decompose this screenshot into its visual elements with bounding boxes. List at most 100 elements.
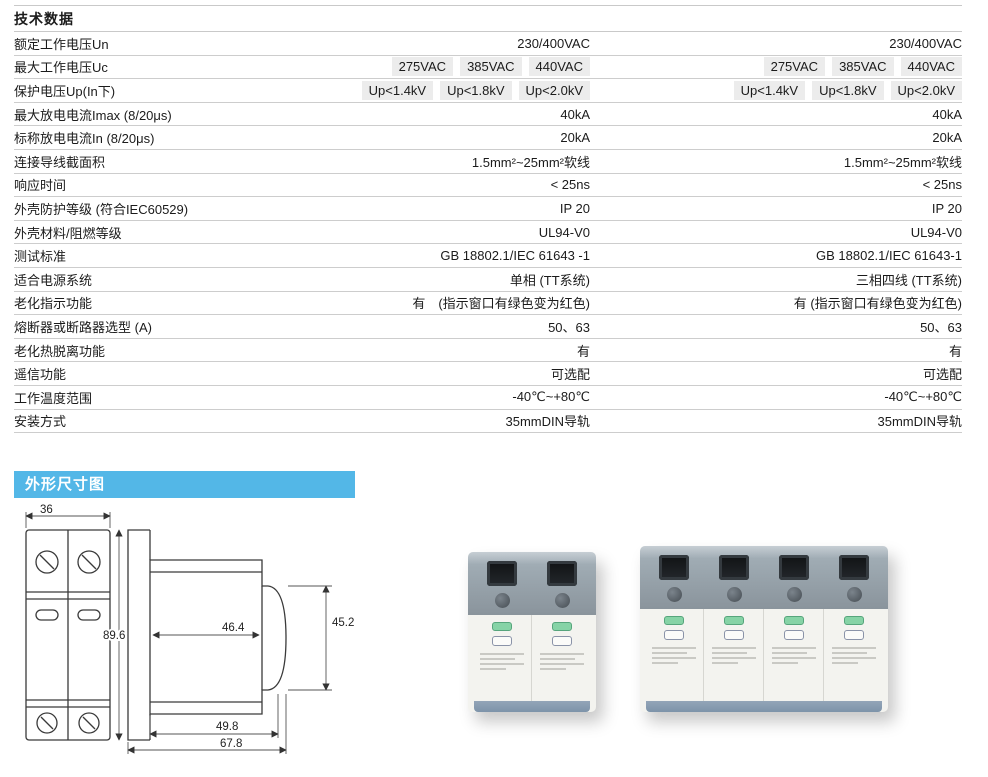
spec-label: 测试标准 [14,249,67,265]
label-text-lines [832,647,876,664]
spec-values-col2: 40kA [590,107,962,122]
spec-values-col2: 35mmDIN导轨 [590,411,962,430]
terminal [824,555,884,602]
spec-value: 385VAC [460,57,522,77]
status-indicator-window [783,616,804,625]
spec-value: GB 18802.1/IEC 61643-1 [816,248,962,264]
spec-values-col2: IP 20 [590,201,962,216]
dim-total-depth: 67.8 [220,738,242,750]
status-indicator-window [491,622,512,631]
spec-value: 单相 (TT系统) [509,272,590,288]
spec-value: 35mmDIN导轨 [877,414,962,430]
spec-value: 275VAC [763,57,826,77]
status-indicator-window [723,616,744,625]
spec-value: 20kA [932,130,962,146]
terminal-opening [487,561,517,586]
spec-label: 连接导线截面积 [14,154,106,170]
spec-values-col2: UL94-V0 [590,225,962,240]
spec-label: 额定工作电压Un [14,36,109,52]
spec-value: 有 [576,343,590,359]
spec-values-col1: 20kA [242,130,590,145]
dim-front-width: 36 [40,504,53,516]
status-indicator-window [663,616,684,625]
terminal-screw-icon [846,587,862,602]
label-text-lines [771,647,816,664]
spec-values-col2: < 25ns [590,177,962,192]
module-face [824,609,884,701]
dimension-labels: 36 89.6 46.4 45.2 49.8 67.8 [38,502,356,752]
module-faces [468,615,596,701]
spec-value: Up<2.0kV [518,80,590,100]
module-face [532,615,592,701]
spec-value: Up<1.8kV [812,80,884,100]
spec-values-col1: 230/400VAC [242,36,590,51]
spec-value: Up<1.4kV [733,80,806,100]
front-view [25,529,111,741]
spec-values-col2: 230/400VAC [590,36,962,51]
spec-values-col1: 有 [242,341,590,360]
terminal-screw-icon [666,587,682,602]
brand-logo-icon [783,630,804,640]
spec-value: GB 18802.1/IEC 61643 -1 [440,248,590,264]
spec-row: 标称放电电流In (8/20μs) 20kA 20kA [14,126,962,150]
spec-value: 40kA [560,106,590,122]
tech-data-title-row: 技术数据 [14,6,962,32]
spec-value: 50、63 [920,319,962,335]
brand-logo-icon [723,630,744,640]
spec-row: 适合电源系统单相 (TT系统)三相四线 (TT系统) [14,268,962,292]
module-face [764,609,824,701]
terminal-block [468,552,596,615]
spec-label: 熔断器或断路器选型 (A) [14,319,152,335]
dim-body-depth: 49.8 [216,721,238,733]
brand-logo-icon [663,630,684,640]
spec-label: 遥信功能 [14,367,67,383]
spec-value: 275VAC [391,57,454,77]
spec-values-col1: < 25ns [242,177,590,192]
label-text-lines [540,653,584,670]
spec-value: 230/400VAC [517,35,590,51]
spec-label: 适合电源系统 [14,272,93,288]
spec-row: 遥信功能可选配可选配 [14,362,962,386]
terminal [472,561,532,608]
label-text-lines [651,647,696,664]
spec-value: IP 20 [931,200,962,216]
terminal [764,555,824,602]
dim-overall-height: 89.6 [103,630,125,642]
spec-row: 老化热脱离功能有有 [14,339,962,363]
spec-value: Up<2.0kV [890,80,962,100]
terminal [704,555,764,602]
spec-label: 安装方式 [14,414,67,430]
spec-label: 标称放电电流In (8/20μs) [14,131,155,147]
terminal-opening [839,555,869,580]
din-rail-base [646,701,882,712]
surge-protector-4pole-photo [640,546,888,712]
brand-logo-icon [552,636,572,646]
spec-values-col2: Up<1.4kV Up<1.8kV Up<2.0kV [590,80,962,100]
spec-values-col1: 1.5mm²~25mm²软线 [242,152,590,171]
dimension-section-title: 外形尺寸图 [14,471,355,498]
spec-label: 工作温度范围 [14,390,93,406]
spec-values-col2: GB 18802.1/IEC 61643-1 [590,248,962,263]
dim-inner-depth: 46.4 [222,622,245,634]
spec-values-col1: -40℃~+80℃ [242,389,590,405]
spec-values-col1: 单相 (TT系统) [242,270,590,289]
spec-row: 测试标准 GB 18802.1/IEC 61643 -1 GB 18802.1/IE… [14,244,962,268]
spec-value: Up<1.4kV [361,80,434,100]
spec-label: 最大工作电压Uc [14,60,108,76]
module-face [644,609,704,701]
label-text-lines [711,647,756,664]
spec-value: UL94-V0 [910,224,962,240]
spec-row: 响应时间 < 25ns< 25ns [14,174,962,198]
module-face [704,609,764,701]
spec-label: 响应时间 [14,178,67,194]
terminal-opening [547,561,577,586]
status-indicator-window [844,616,864,625]
spec-values-col1: 可选配 [242,364,590,383]
